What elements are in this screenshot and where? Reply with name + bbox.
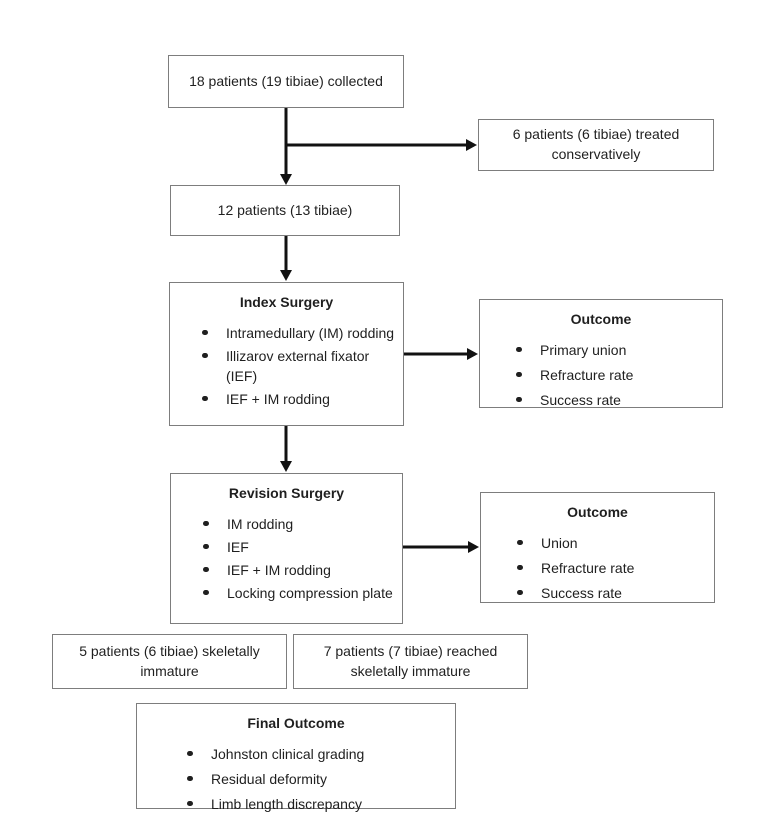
node-treated-conservatively-label: 6 patients (6 tibiae) treated conservati… xyxy=(512,126,680,162)
list-item: Residual deformity xyxy=(185,769,447,789)
node-outcome-index-title: Outcome xyxy=(570,311,632,327)
node-outcome-revision-list: Union Refracture rate Success rate xyxy=(481,533,714,603)
list-item: IEF xyxy=(201,537,394,557)
node-twelve-patients: 12 patients (13 tibiae) xyxy=(170,185,400,236)
node-patients-collected-label: 18 patients (19 tibiae) collected xyxy=(189,72,383,89)
node-final-outcome-title: Final Outcome xyxy=(247,715,345,731)
node-outcome-index: Outcome Primary union Refracture rate Su… xyxy=(479,299,723,408)
node-reached-skeletally-immature-label: 7 patients (7 tibiae) reached skeletally… xyxy=(323,642,498,679)
arrow-revision-to-outcome xyxy=(403,541,479,553)
list-item: Success rate xyxy=(515,583,706,603)
arrow-collected-to-twelve xyxy=(280,108,292,185)
list-item: Refracture rate xyxy=(514,365,714,385)
list-item: IEF + IM rodding xyxy=(200,389,395,409)
node-outcome-index-list: Primary union Refracture rate Success ra… xyxy=(480,340,722,410)
node-final-outcome: Final Outcome Johnston clinical grading … xyxy=(136,703,456,812)
node-index-surgery-list: Intramedullary (IM) rodding Illizarov ex… xyxy=(170,323,403,409)
arrow-index-to-revision xyxy=(280,426,292,472)
node-index-surgery: Index Surgery Intramedullary (IM) roddin… xyxy=(169,282,404,426)
list-item: IM rodding xyxy=(201,514,394,534)
node-reached-skeletally-immature: 7 patients (7 tibiae) reached skeletally… xyxy=(293,634,528,689)
node-final-outcome-list: Johnston clinical grading Residual defor… xyxy=(137,744,455,814)
list-item: Locking compression plate xyxy=(201,583,394,603)
list-item: Primary union xyxy=(514,340,714,360)
node-revision-surgery: Revision Surgery IM rodding IEF IEF + IM… xyxy=(170,473,403,624)
list-item: Intramedullary (IM) rodding xyxy=(200,323,395,343)
node-outcome-revision: Outcome Union Refracture rate Success ra… xyxy=(480,492,715,603)
node-twelve-patients-label: 12 patients (13 tibiae) xyxy=(217,201,353,218)
list-item: Limb length discrepancy xyxy=(185,794,447,814)
node-index-surgery-title: Index Surgery xyxy=(239,294,334,310)
node-revision-surgery-list: IM rodding IEF IEF + IM rodding Locking … xyxy=(171,514,402,603)
list-item: Refracture rate xyxy=(515,558,706,578)
list-item: Illizarov external fixator (IEF) xyxy=(200,346,395,386)
node-skeletally-immature-label: 5 patients (6 tibiae) skeletally immatur… xyxy=(79,642,260,679)
node-treated-conservatively: 6 patients (6 tibiae) treated conservati… xyxy=(478,119,714,171)
list-item: Success rate xyxy=(514,390,714,410)
list-item: Union xyxy=(515,533,706,553)
node-outcome-revision-title: Outcome xyxy=(567,504,628,520)
node-revision-surgery-title: Revision Surgery xyxy=(228,485,345,501)
arrow-index-to-outcome xyxy=(404,348,478,360)
list-item: IEF + IM rodding xyxy=(201,560,394,580)
list-item: Johnston clinical grading xyxy=(185,744,447,764)
arrow-twelve-to-index xyxy=(280,236,292,281)
node-patients-collected: 18 patients (19 tibiae) collected xyxy=(168,55,404,108)
arrow-branch-to-conservative xyxy=(285,139,477,151)
node-skeletally-immature: 5 patients (6 tibiae) skeletally immatur… xyxy=(52,634,287,689)
